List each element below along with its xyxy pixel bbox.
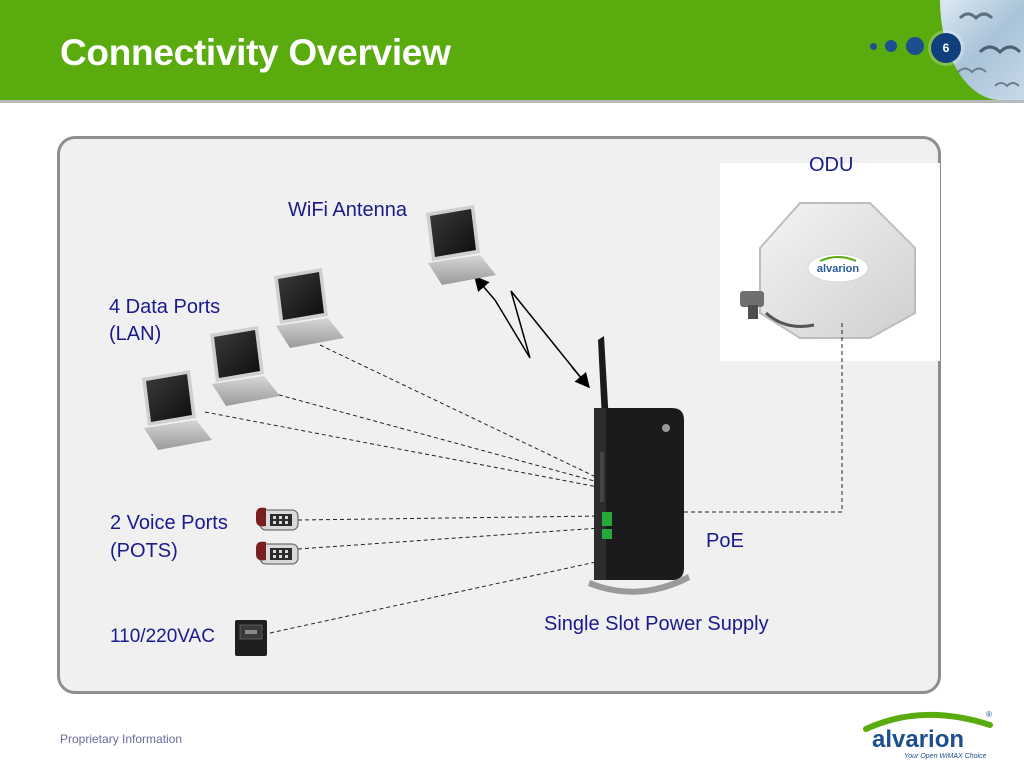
progress-dot-small [870,43,877,50]
wifi-link-top [474,275,496,301]
power-supply-caption: Single Slot Power Supply [544,613,769,635]
voice-ports-label-line1: 2 Voice Ports [110,512,228,534]
phone-icon-2 [256,541,299,565]
data-ports-label-line2: (LAN) [109,323,162,345]
logo-wordmark: alvarion [872,726,964,753]
voice-line-2 [297,527,601,550]
voice-line-1 [297,515,601,521]
laptop-wifi [426,205,496,285]
voice-ports-label-line2: (POTS) [110,540,178,562]
laptop-lan-2 [210,326,280,406]
lan-line-2 [271,392,599,483]
poe-label: PoE [706,530,744,552]
data-ports-label-line1: 4 Data Ports [109,296,221,318]
logo-tagline: Your Open WiMAX Choice [904,753,987,760]
odu-label: ODU [809,154,854,176]
odu-photo: alvarion [720,163,940,361]
laptop-lan-3 [142,370,212,450]
power-input-label: 110/220VAC [110,626,215,647]
alvarion-logo: alvarion Your Open WiMAX Choice ® [862,705,1012,760]
wifi-antenna-label: WiFi Antenna [288,199,407,221]
power-supply-icon [235,620,267,656]
header-shadow [0,100,1024,103]
logo-registered-mark: ® [986,710,992,719]
power-line [269,559,606,634]
slide-header [0,0,1024,100]
page-number-badge: 6 [931,33,961,63]
phone-icon-1 [256,507,299,531]
progress-dot-large [906,37,924,55]
wifi-link-bottom [571,366,590,389]
lan-line-3 [204,411,599,488]
laptop-lan-1 [274,268,344,348]
lan-line-1 [319,344,599,479]
proprietary-notice: Proprietary Information [60,732,183,746]
wifi-zigzag [494,290,587,385]
cpe-router-icon [588,336,690,595]
poe-line [684,322,843,513]
odu-logo-text: alvarion [817,263,859,275]
slide-title: Connectivity Overview [60,32,451,73]
progress-dot-medium [885,40,897,52]
